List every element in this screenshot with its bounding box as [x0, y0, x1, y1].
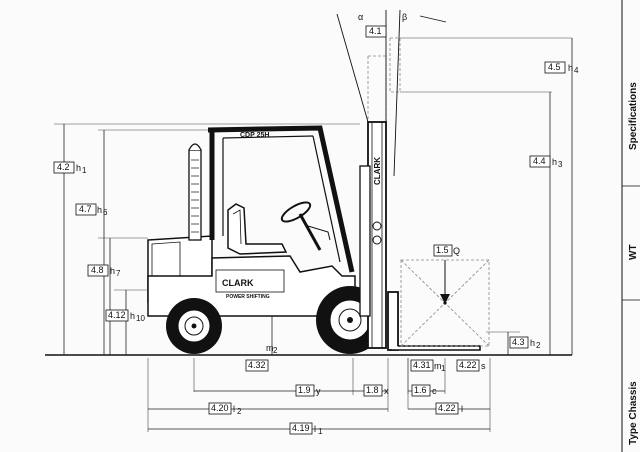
overhead-guard: [207, 125, 355, 273]
mast: [367, 121, 387, 349]
svg-text:4.12: 4.12: [108, 310, 126, 320]
load-box: [400, 259, 490, 347]
svg-text:10: 10: [136, 314, 145, 323]
label-h7: 4.8 h 7: [87, 264, 121, 278]
svg-text:1.8: 1.8: [366, 385, 379, 395]
svg-text:m: m: [266, 343, 274, 353]
exhaust-pipe: [188, 149, 202, 241]
svg-text:Q: Q: [453, 246, 460, 256]
svg-text:x: x: [384, 386, 389, 396]
svg-text:l: l: [314, 424, 316, 434]
label-tilt: 4.1: [365, 25, 387, 38]
svg-text:4.22: 4.22: [438, 403, 456, 413]
svg-text:s: s: [481, 361, 486, 371]
svg-text:4.19: 4.19: [292, 423, 310, 433]
svg-text:4: 4: [574, 66, 579, 75]
beta-symbol: β: [402, 12, 407, 22]
svg-text:l: l: [461, 404, 463, 414]
svg-text:4.3: 4.3: [512, 337, 525, 347]
label-q: 1.5 Q: [433, 244, 460, 257]
steering-wheel: [280, 201, 312, 223]
tab-wt: WT: [628, 244, 639, 260]
svg-text:4.4: 4.4: [533, 156, 546, 166]
label-h1: 4.2 h 1: [53, 161, 87, 175]
label-c: 1.6 c: [411, 384, 437, 397]
svg-text:4.32: 4.32: [248, 360, 266, 370]
extension-lines: [54, 9, 572, 432]
tab-type-chassis: Type Chassis: [628, 381, 639, 445]
svg-text:4.7: 4.7: [79, 204, 92, 214]
svg-text:h: h: [97, 205, 102, 215]
svg-text:1: 1: [82, 166, 87, 175]
svg-text:2: 2: [536, 341, 541, 350]
label-s: 4.22 s: [456, 359, 486, 372]
label-l2: 4.20 l 2: [208, 402, 242, 416]
svg-text:1.6: 1.6: [414, 385, 427, 395]
label-h2: 4.3 h 2: [509, 336, 541, 350]
svg-text:4.20: 4.20: [211, 403, 229, 413]
svg-text:h: h: [76, 163, 81, 173]
badge-label: POWER SHIFTING: [226, 294, 270, 300]
mast-brand-label: CLARK: [373, 157, 382, 185]
svg-text:h: h: [568, 63, 573, 73]
svg-text:4.2: 4.2: [57, 162, 70, 172]
svg-text:4.1: 4.1: [369, 26, 382, 36]
svg-text:4.22: 4.22: [459, 360, 477, 370]
svg-text:h: h: [530, 338, 535, 348]
model-label: CDP 25H: [240, 132, 269, 139]
label-h10: 4.12 h 10: [105, 309, 145, 323]
rear-wheel: [166, 298, 222, 354]
svg-text:1: 1: [318, 427, 323, 436]
svg-text:2: 2: [273, 346, 278, 355]
svg-text:1.5: 1.5: [436, 245, 449, 255]
svg-text:h: h: [110, 266, 115, 276]
svg-text:2: 2: [237, 407, 242, 416]
front-wheel: [316, 286, 384, 354]
label-h4: 4.5 h 4: [544, 61, 579, 75]
label-h6: 4.7 h 6: [75, 203, 108, 217]
svg-text:3: 3: [558, 160, 563, 169]
label-m2: m 2 4.32: [245, 343, 278, 372]
svg-text:y: y: [316, 386, 321, 396]
side-tabs: Specifications WT Type Chassis: [621, 0, 640, 452]
label-h3: 4.4 h 3: [529, 155, 563, 169]
svg-text:h: h: [130, 311, 135, 321]
forklift: CDP 25H CLARK POWER SHIFTING CLARK: [147, 37, 481, 354]
svg-text:m: m: [434, 361, 442, 371]
svg-text:h: h: [552, 157, 557, 167]
carriage: [387, 291, 399, 351]
svg-text:4.8: 4.8: [91, 265, 104, 275]
label-l1: 4.19 l 1: [289, 422, 323, 436]
alpha-symbol: α: [358, 12, 363, 22]
label-m1: 4.31 m 1: [410, 359, 446, 373]
svg-text:c: c: [432, 386, 437, 396]
vertical-dimensions: [63, 38, 573, 355]
tab-specifications: Specifications: [628, 82, 639, 150]
svg-text:l: l: [233, 404, 235, 414]
label-l: 4.22 l: [435, 402, 463, 415]
svg-text:4.31: 4.31: [413, 360, 431, 370]
label-x: 1.8 x: [363, 384, 389, 397]
svg-text:4.5: 4.5: [548, 62, 561, 72]
brand-side-label: CLARK: [222, 278, 254, 288]
svg-text:7: 7: [116, 269, 121, 278]
svg-text:1: 1: [441, 364, 446, 373]
svg-text:6: 6: [103, 208, 108, 217]
label-y: 1.9 y: [295, 384, 321, 397]
mast-extended-dashed: [367, 55, 387, 122]
svg-text:1.9: 1.9: [298, 385, 311, 395]
forks: [390, 345, 481, 351]
seat: [227, 203, 288, 255]
